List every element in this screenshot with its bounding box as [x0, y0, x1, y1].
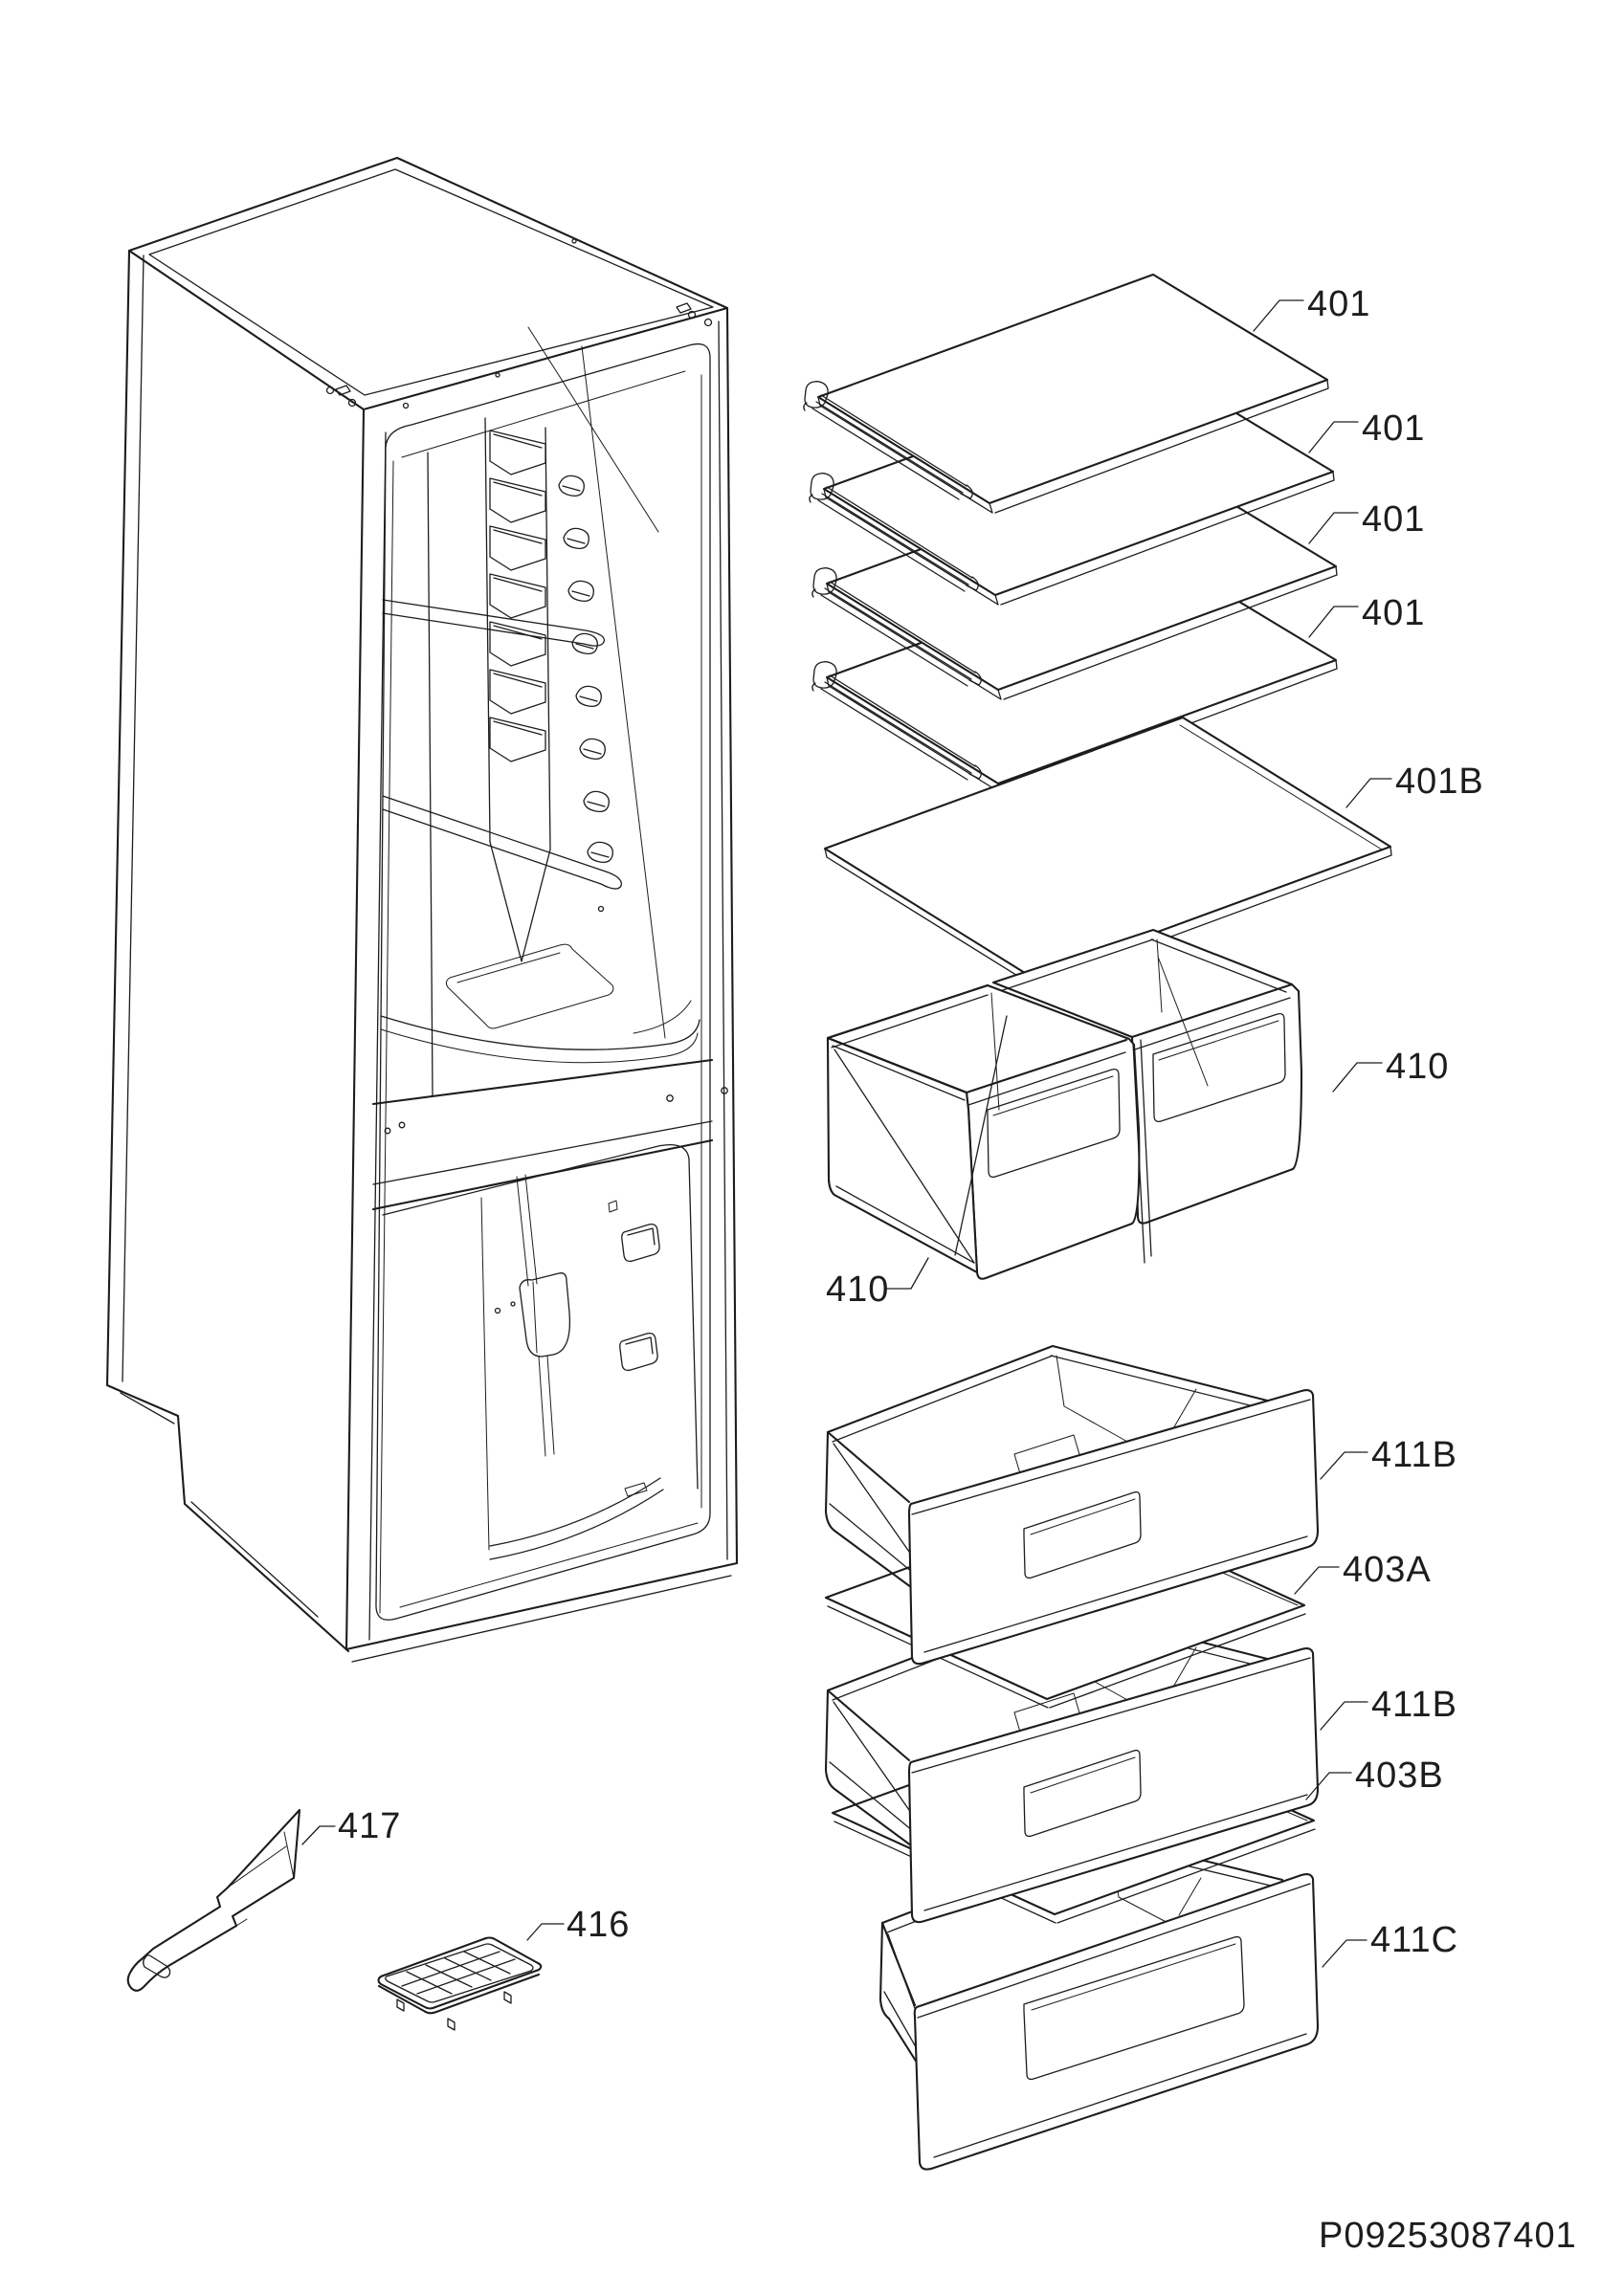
shelf-support-ribs: [489, 430, 546, 762]
leader-bin-right: [1332, 1062, 1383, 1093]
bin-410-right: [991, 928, 1303, 1225]
document-part-number: P09253087401: [1319, 2216, 1577, 2256]
shelf-lugs: [558, 475, 613, 863]
bin-divider-lines: [1132, 1039, 1152, 1264]
leader-ice-tray: [526, 1923, 565, 1941]
callout-label-bin-right: 410: [1386, 1047, 1449, 1087]
leader-ice-scraper: [301, 1825, 336, 1845]
ice-scraper-417: [126, 1808, 301, 1992]
callout-label-glass-b: 403B: [1355, 1755, 1444, 1796]
callout-label-drawer-mid: 411B: [1371, 1685, 1457, 1725]
callout-label-ice-scraper: 417: [338, 1806, 401, 1846]
callout-label-drawer-bottom: 411C: [1370, 1920, 1458, 1960]
leader-glass-a: [1294, 1566, 1340, 1595]
cabinet-top-face: [127, 156, 729, 411]
callout-label-shelf-2: 401: [1362, 408, 1425, 449]
leader-shelf-2: [1308, 421, 1359, 453]
cabinet-top-inner-rim: [148, 168, 714, 396]
drawer-411b-top: [824, 1344, 1320, 1666]
callout-label-shelf-3: 401: [1362, 499, 1425, 540]
leader-shelf-4: [1308, 606, 1359, 638]
leader-drawer-mid: [1320, 1701, 1368, 1731]
ice-cube-tray-416: [377, 1936, 543, 2031]
leader-drawer-bottom: [1322, 1939, 1367, 1968]
leader-cover-plate: [1345, 778, 1392, 808]
callout-label-shelf-1: 401: [1307, 284, 1370, 324]
callout-label-drawer-top: 411B: [1371, 1435, 1457, 1475]
callout-label-ice-tray: 416: [567, 1905, 630, 1945]
leader-shelf-3: [1308, 512, 1359, 544]
refrigerator-cabinet: [105, 156, 739, 1663]
leader-glass-b: [1305, 1772, 1352, 1800]
callout-label-shelf-4: 401: [1362, 593, 1425, 633]
leader-drawer-top: [1320, 1451, 1368, 1480]
leader-shelf-1: [1253, 299, 1304, 332]
drawer-runner-clips: [619, 1223, 660, 1372]
bin-410-left: [826, 983, 1141, 1280]
callout-labels: 401 401 401 401 401B 410 410 411B 403A 4…: [338, 284, 1484, 1960]
callout-label-bin-left: 410: [826, 1269, 889, 1310]
callout-leader-lines: [301, 299, 1392, 1968]
callout-label-cover-plate: 401B: [1395, 762, 1484, 802]
callout-label-glass-a: 403A: [1343, 1550, 1432, 1590]
shelf-401-1: [803, 273, 1329, 514]
leader-bin-left: [884, 1257, 929, 1290]
